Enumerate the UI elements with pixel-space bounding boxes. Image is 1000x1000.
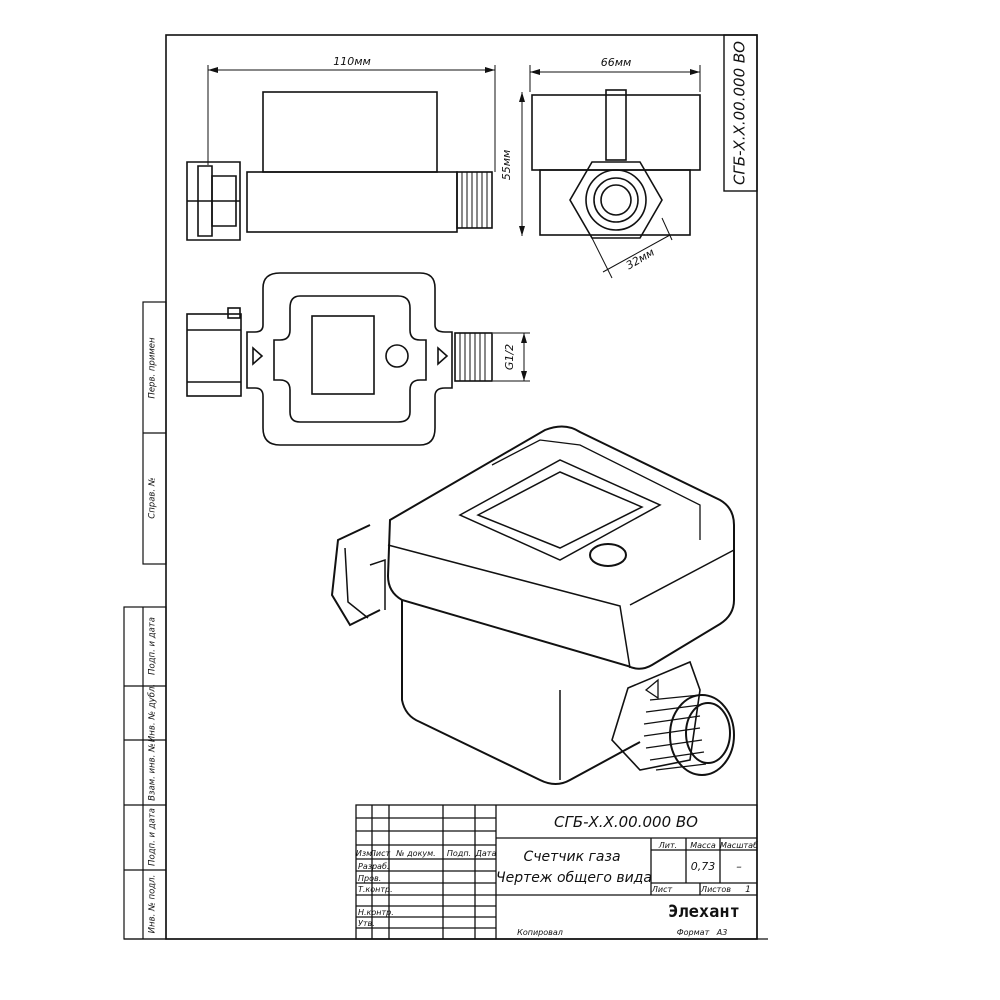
side-label-6: Подп. и дата	[148, 808, 158, 866]
header-list: Лист	[369, 849, 391, 858]
top-view-dim-text: G1/2	[503, 344, 516, 370]
vertical-stamp-text: СГБ-Х.Х.00.000 ВО	[731, 41, 749, 185]
vertical-stamp: СГБ-Х.Х.00.000 ВО	[723, 34, 758, 192]
row-tcontrol: Т.контр.	[358, 885, 393, 894]
front-view-dim-text: 110мм	[333, 55, 371, 68]
lit-label: Лит.	[658, 841, 677, 850]
side-view-dim-text: 66мм 55мм 32мм	[500, 56, 657, 272]
header-izm: Изм	[356, 849, 372, 858]
side-label-5: Взам. инв. №	[148, 743, 158, 801]
side-label-2: Справ. №	[148, 477, 158, 519]
scale-label: Масштаб	[720, 841, 758, 850]
side-label-3: Подп. и дата	[148, 617, 158, 675]
dim-hex: 32мм	[624, 246, 657, 273]
dim-height: 55мм	[500, 150, 513, 181]
format-value: А3	[716, 928, 728, 937]
title-block-text: СГБ-Х.Х.00.000 ВО Счетчик газа Чертеж об…	[356, 813, 758, 937]
mass-label: Масса	[690, 841, 716, 850]
side-columns	[123, 301, 167, 940]
front-view	[186, 65, 496, 241]
sheets-label: Листов	[700, 885, 731, 894]
side-label-1: Перв. примен	[148, 337, 158, 399]
row-approved: Утв.	[358, 919, 375, 928]
header-date: Дата	[475, 849, 497, 858]
dim-width: 66мм	[601, 56, 632, 69]
side-label-4: Инв. № дубл.	[148, 684, 158, 742]
title-block	[355, 804, 758, 940]
company-logo: Элехант	[668, 902, 740, 922]
row-ncontrol: Н.контр.	[358, 908, 394, 917]
header-sign: Подп.	[447, 849, 471, 858]
copied-label: Копировал	[517, 928, 563, 937]
product-name: Счетчик газа	[523, 849, 620, 865]
dim-length: 110мм	[333, 55, 371, 68]
sheet-label: Лист	[651, 885, 673, 894]
drawing-type: Чертеж общего вида	[496, 870, 652, 886]
format-label: Формат	[677, 928, 710, 937]
dim-thread: G1/2	[503, 344, 516, 370]
mass-value: 0,73	[691, 860, 716, 873]
header-doc: № докум.	[395, 849, 435, 858]
row-checked: Пров.	[358, 874, 381, 883]
side-label-7: Инв. № подл.	[148, 875, 158, 934]
top-view	[186, 272, 530, 446]
row-developed: Разраб.	[358, 862, 389, 871]
designation: СГБ-Х.Х.00.000 ВО	[554, 813, 698, 831]
side-view	[519, 65, 701, 279]
isometric-view	[330, 425, 735, 785]
sheets-value: 1	[745, 885, 751, 895]
scale-value: –	[736, 860, 742, 873]
side-labels: Перв. примен Справ. № Подп. и дата Инв. …	[148, 337, 158, 933]
